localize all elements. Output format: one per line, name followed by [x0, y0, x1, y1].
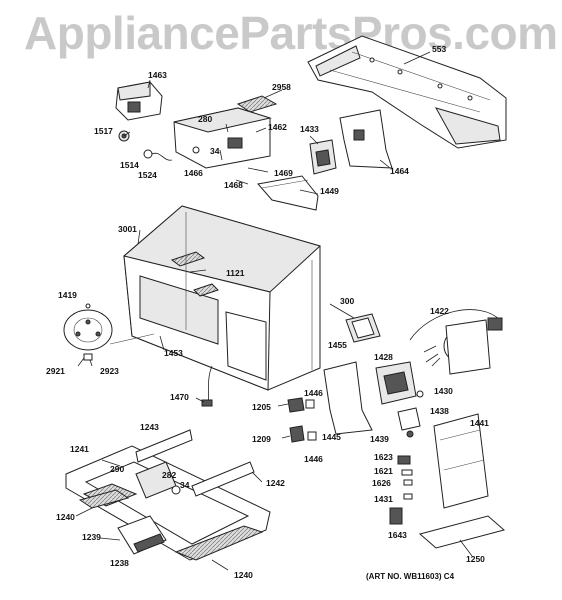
label-1446-upper: 1446 — [304, 388, 323, 398]
part-1623-fuse-holder — [397, 455, 411, 465]
label-1241: 1241 — [70, 444, 89, 454]
watermark: AppliancePartsPros.com — [24, 7, 558, 59]
label-1240-right: 1240 — [234, 570, 253, 580]
part-1239-filter-cover — [117, 515, 167, 555]
label-1439: 1439 — [370, 434, 389, 444]
label-1464: 1464 — [390, 166, 409, 176]
label-1428: 1428 — [374, 352, 393, 362]
part-1463-fan-housing — [115, 81, 163, 121]
label-1469: 1469 — [274, 168, 293, 178]
label-1463: 1463 — [148, 70, 167, 80]
part-1205-interlock-switch — [287, 397, 315, 413]
label-34-upper: 34 — [210, 146, 220, 156]
label-1430: 1430 — [434, 386, 453, 396]
part-1433-transformer — [309, 139, 337, 175]
label-2958: 2958 — [272, 82, 291, 92]
art-number: (ART NO. WB11603) C4 — [366, 572, 455, 581]
part-1431-thermistor — [403, 493, 413, 500]
label-1422: 1422 — [430, 306, 449, 316]
label-1455: 1455 — [328, 340, 347, 350]
label-1643: 1643 — [388, 530, 407, 540]
label-1626: 1626 — [372, 478, 391, 488]
label-280: 280 — [198, 114, 213, 124]
label-1514: 1514 — [120, 160, 139, 170]
part-1438-capacitor — [397, 407, 421, 438]
label-1433: 1433 — [300, 124, 319, 134]
label-1453: 1453 — [164, 348, 183, 358]
label-1121: 1121 — [226, 268, 245, 278]
label-1524: 1524 — [138, 170, 157, 180]
part-1462-control-bracket — [173, 107, 272, 169]
part-290-motor-mount — [135, 461, 181, 499]
label-1468: 1468 — [224, 180, 243, 190]
label-1239: 1239 — [82, 532, 101, 542]
label-34-lower: 34 — [180, 480, 190, 490]
part-1240-grease-filter-right — [174, 525, 264, 561]
label-1205: 1205 — [252, 402, 271, 412]
label-1623: 1623 — [374, 452, 393, 462]
part-1621-fuse — [401, 469, 413, 486]
part-300-waveguide-cover — [345, 313, 381, 343]
part-1209-door-switch — [289, 425, 317, 443]
label-1209: 1209 — [252, 434, 271, 444]
part-1422-fan-assembly — [409, 309, 503, 375]
label-553: 553 — [432, 44, 447, 54]
label-1446-lower: 1446 — [304, 454, 323, 464]
label-1441: 1441 — [470, 418, 489, 428]
part-1441-side-panel — [433, 413, 489, 509]
part-1514-thermal-cutout — [143, 149, 173, 161]
label-1438: 1438 — [430, 406, 449, 416]
label-1466: 1466 — [184, 168, 203, 178]
part-1242-bracket — [191, 461, 255, 497]
label-1431: 1431 — [374, 494, 393, 504]
part-1428-magnetron — [375, 361, 424, 405]
part-1464-control-panel — [339, 109, 393, 169]
part-1470-power-cord — [201, 365, 213, 407]
part-2958-filter — [236, 95, 278, 113]
label-1621: 1621 — [374, 466, 393, 476]
part-1419-turntable-support — [63, 303, 155, 361]
label-1449: 1449 — [320, 186, 339, 196]
label-1240-left: 1240 — [56, 512, 75, 522]
label-1243: 1243 — [140, 422, 159, 432]
label-1238: 1238 — [110, 558, 129, 568]
part-1449-vent-duct — [257, 175, 319, 211]
part-1643-relay — [389, 507, 403, 525]
label-1419: 1419 — [58, 290, 77, 300]
label-3001: 3001 — [118, 224, 137, 234]
part-553-mounting-plate — [307, 35, 507, 149]
label-2923: 2923 — [100, 366, 119, 376]
part-1250-base-plate — [418, 515, 506, 549]
label-290: 290 — [110, 464, 125, 474]
label-1462: 1462 — [268, 122, 287, 132]
leader-lines — [75, 51, 473, 571]
label-282: 282 — [162, 470, 177, 480]
label-1242: 1242 — [266, 478, 285, 488]
label-2921: 2921 — [46, 366, 65, 376]
part-1455-air-guide — [323, 361, 373, 435]
label-1517: 1517 — [94, 126, 113, 136]
label-300: 300 — [340, 296, 355, 306]
part-1240-grease-filter-left — [78, 489, 130, 509]
label-1250: 1250 — [466, 554, 485, 564]
label-1470: 1470 — [170, 392, 189, 402]
label-1445: 1445 — [322, 432, 341, 442]
part-1243-bracket — [135, 429, 193, 463]
part-1453-oven-cavity — [122, 205, 321, 391]
